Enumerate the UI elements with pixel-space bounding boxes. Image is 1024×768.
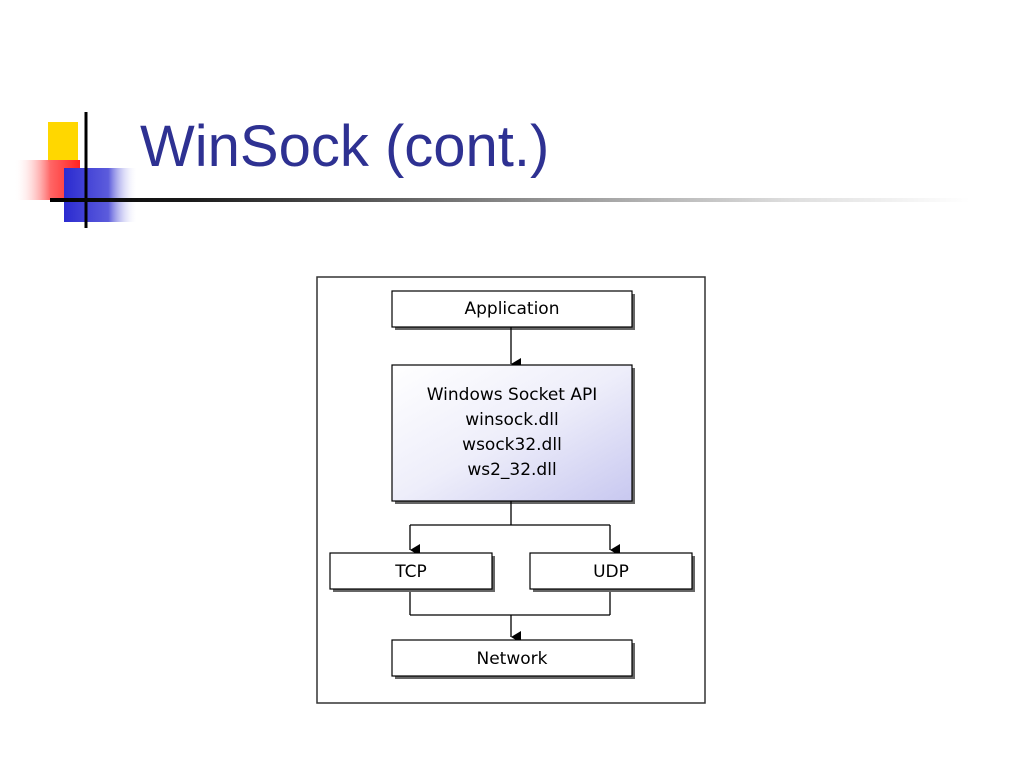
tcp-box: TCP: [329, 552, 495, 592]
tcp-label: TCP: [394, 562, 427, 582]
connector-transport-to-network: [409, 592, 611, 643]
api-dll-ws2-32: ws2_32.dll: [467, 460, 556, 480]
application-box: Application: [391, 290, 635, 330]
title-decoration: [14, 112, 138, 228]
title-underline: [50, 198, 970, 202]
api-dll-wsock32: wsock32.dll: [462, 435, 562, 455]
network-label: Network: [477, 649, 548, 669]
socket-api-box: Windows Socket API winsock.dll wsock32.d…: [391, 364, 635, 504]
connector-api-to-transport: [409, 501, 620, 556]
api-title: Windows Socket API: [427, 385, 598, 405]
api-dll-winsock: winsock.dll: [465, 410, 559, 430]
yellow-square: [48, 122, 78, 162]
winsock-architecture-diagram: Application Windows Socket API winsock.d…: [316, 276, 706, 706]
udp-label: UDP: [593, 562, 629, 582]
network-box: Network: [391, 639, 635, 679]
udp-box: UDP: [529, 552, 695, 592]
application-label: Application: [465, 299, 560, 319]
blue-square: [64, 168, 138, 222]
page-title: WinSock (cont.): [140, 114, 550, 179]
